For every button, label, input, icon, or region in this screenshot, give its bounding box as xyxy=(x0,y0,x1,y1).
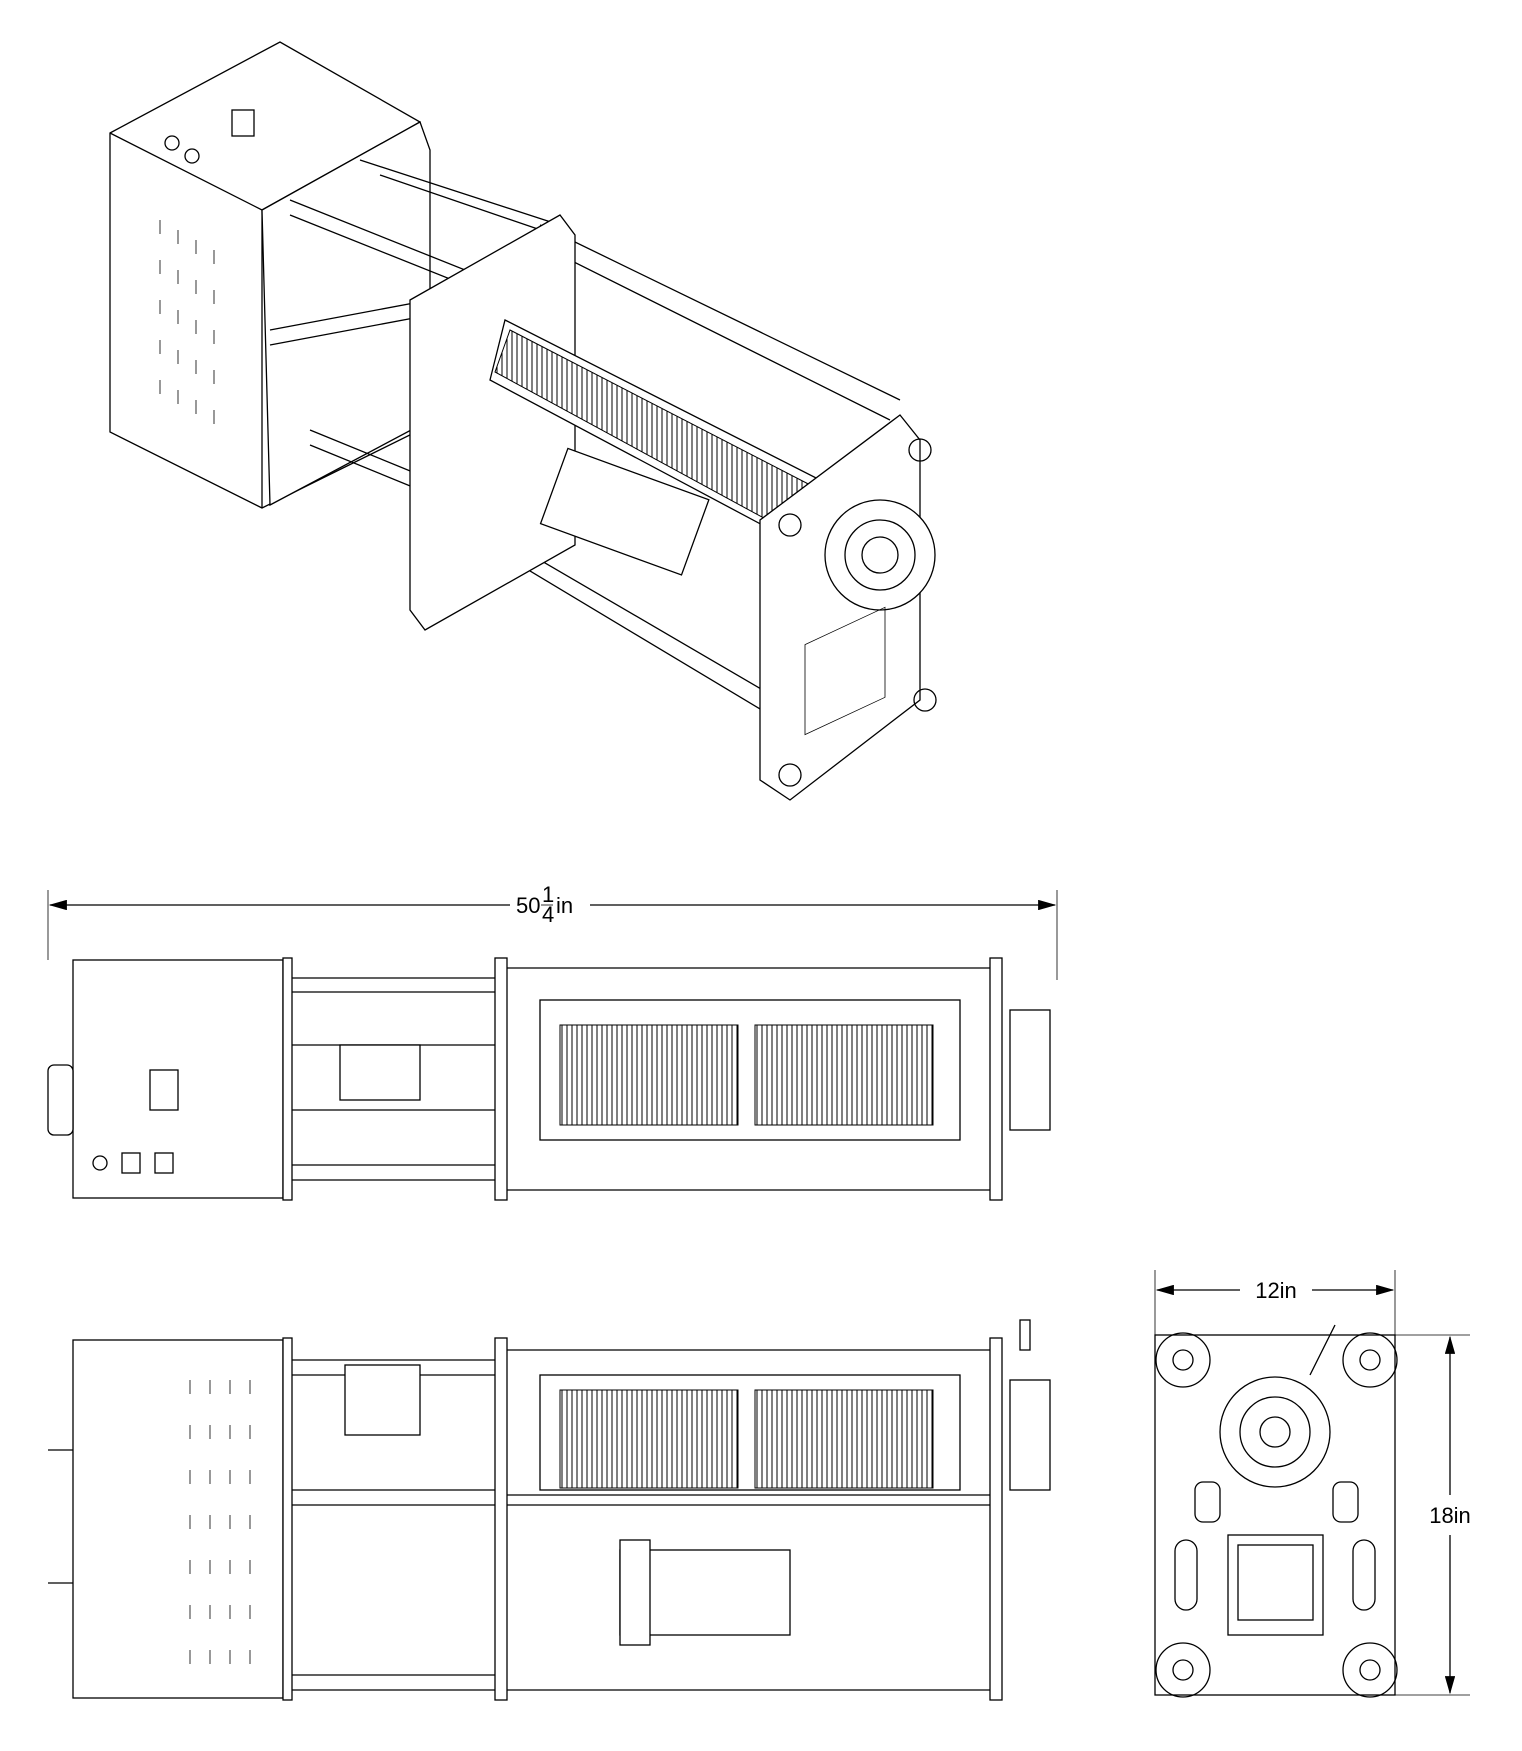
length-fraction-den: 4 xyxy=(542,902,554,927)
vent-slots xyxy=(189,1380,251,1664)
brake xyxy=(824,499,936,611)
end-plate xyxy=(1154,1334,1396,1696)
front-plate xyxy=(989,957,1003,1201)
vent-slots xyxy=(159,220,215,424)
handle xyxy=(47,1064,74,1136)
corner-bosses xyxy=(1155,1332,1398,1698)
brake-face xyxy=(1219,1376,1331,1488)
brake-side xyxy=(1009,1009,1051,1131)
control-box-top xyxy=(72,1339,284,1699)
mid-plate xyxy=(409,214,576,631)
motor-face xyxy=(1227,1534,1324,1636)
mid-plate xyxy=(494,1337,508,1701)
length-fraction-num: 1 xyxy=(542,882,554,907)
gearbox xyxy=(339,1044,421,1101)
mid-plate xyxy=(494,957,508,1201)
connector xyxy=(164,135,180,151)
disconnect-switch xyxy=(149,1069,179,1111)
release-lever xyxy=(1309,1324,1336,1376)
length-dimension: 50 1 4 in xyxy=(47,882,1058,980)
isometric-view xyxy=(109,41,937,801)
release-lever xyxy=(1019,1319,1031,1351)
height-dimension: 18in xyxy=(1429,1503,1471,1528)
connector xyxy=(184,148,200,164)
length-unit: in xyxy=(556,893,573,918)
nuts xyxy=(778,438,937,787)
front-plate xyxy=(989,1337,1003,1701)
end-view: 12in 18in xyxy=(1154,1270,1471,1698)
brake-top xyxy=(1009,1379,1051,1491)
front-view xyxy=(47,957,1051,1201)
rear-plate xyxy=(261,121,431,507)
width-dimension: 12in xyxy=(1255,1278,1297,1303)
disconnect-switch xyxy=(231,109,255,137)
top-view xyxy=(48,1319,1051,1701)
motor xyxy=(539,447,710,576)
gearbox xyxy=(344,1364,421,1436)
tie-rods xyxy=(269,159,901,716)
length-whole: 50 xyxy=(516,893,540,918)
